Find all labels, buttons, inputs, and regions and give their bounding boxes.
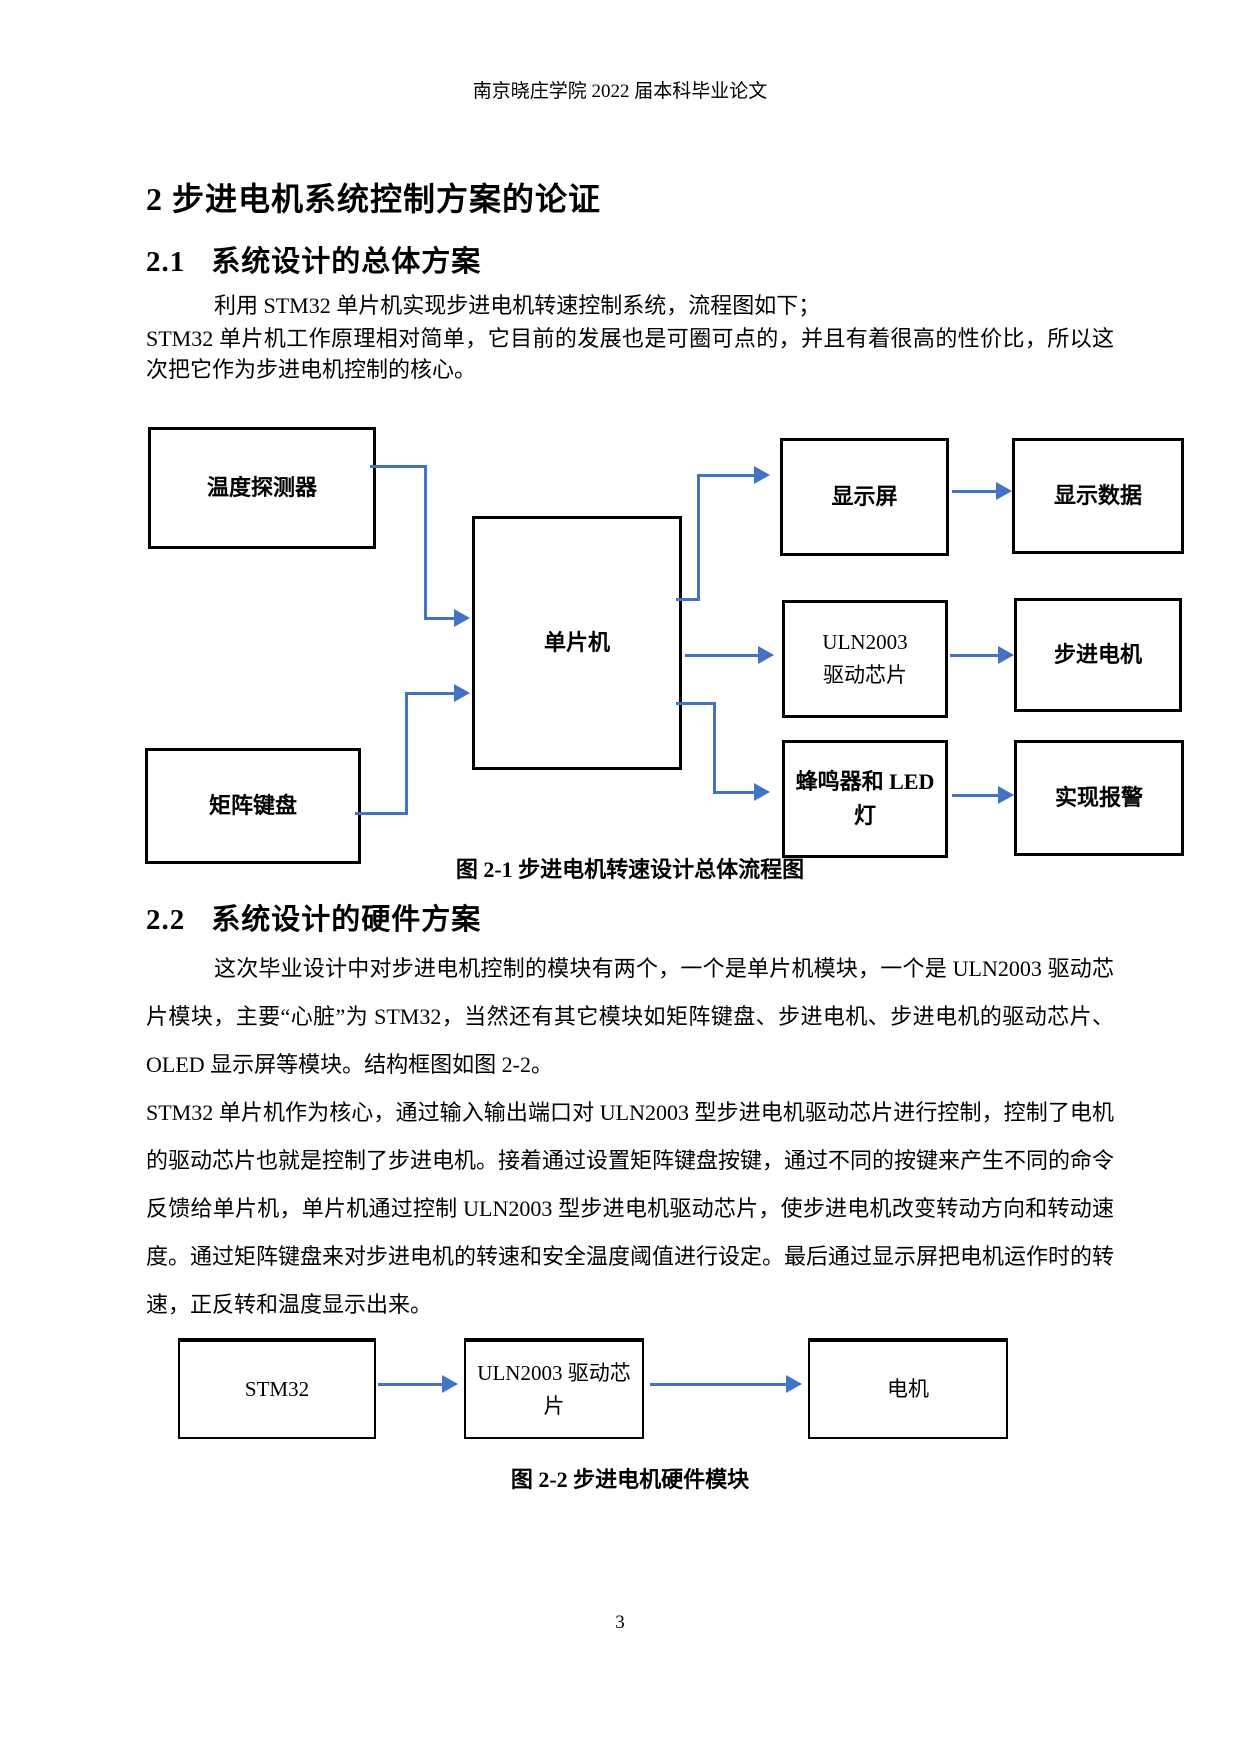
- hw-node-uln2003-driver-label: ULN2003 驱动芯 片: [477, 1360, 631, 1418]
- page-header: 南京晓庄学院 2022 届本科毕业论文: [472, 81, 768, 102]
- page-number: 3: [615, 1612, 625, 1633]
- arrow-line: [650, 1383, 786, 1386]
- arrow-head-icon: [786, 1375, 802, 1393]
- arrow-line: [713, 791, 754, 794]
- flow-node-temperature-sensor: 温度探测器: [148, 427, 376, 549]
- flow-node-uln2003-driver: ULN2003 驱动芯片: [782, 600, 948, 718]
- figure-2-1-flowchart: 温度探测器 矩阵键盘 单片机 显示屏 显示数据 ULN2003 驱动芯片 步进电…: [140, 420, 1200, 890]
- hw-node-motor: 电机: [808, 1338, 1008, 1439]
- flow-node-matrix-keyboard: 矩阵键盘: [145, 748, 361, 864]
- arrow-line: [685, 654, 758, 657]
- arrow-head-icon: [754, 466, 770, 484]
- paragraph-2-2-body: STM32 单片机作为核心，通过输入输出端口对 ULN2003 型步进电机驱动芯…: [146, 1100, 1115, 1317]
- arrow-line: [950, 654, 998, 657]
- arrow-line: [713, 702, 716, 794]
- flow-node-mcu-label: 单片机: [543, 629, 610, 655]
- arrow-line: [370, 465, 427, 468]
- arrow-head-icon: [754, 783, 770, 801]
- arrow-head-icon: [454, 684, 470, 702]
- paragraph-2-2-intro: 这次毕业设计中对步进电机控制的模块有两个，一个是单片机模块，一个是 ULN200…: [146, 956, 1114, 1077]
- flow-node-alarm: 实现报警: [1014, 740, 1184, 856]
- section-2-2-number: 2.2: [146, 904, 186, 936]
- flow-node-matrix-keyboard-label: 矩阵键盘: [208, 792, 297, 818]
- figure-2-2-diagram: STM32 ULN2003 驱动芯 片 电机: [146, 1338, 1136, 1439]
- section-2-2-title: 系统设计的硬件方案: [211, 904, 482, 936]
- chapter-heading: 2 步进电机系统控制方案的论证: [146, 181, 602, 217]
- flow-node-display-data: 显示数据: [1012, 438, 1184, 554]
- arrow-line: [408, 692, 454, 695]
- flow-node-alarm-label: 实现报警: [1054, 784, 1143, 810]
- arrow-head-icon: [998, 646, 1014, 664]
- arrow-head-icon: [996, 482, 1012, 500]
- flow-node-stepper-motor-label: 步进电机: [1053, 641, 1142, 667]
- hw-node-stm32-label: STM32: [244, 1377, 310, 1402]
- arrow-head-icon: [758, 646, 774, 664]
- section-2-1-number: 2.1: [146, 246, 186, 278]
- section-2-2-heading: 2.2 系统设计的硬件方案: [146, 896, 481, 938]
- arrow-head-icon: [442, 1375, 458, 1393]
- arrow-line: [952, 794, 998, 797]
- arrow-line: [424, 465, 427, 620]
- flow-node-uln2003-driver-label: ULN2003 驱动芯片: [822, 630, 908, 687]
- flow-node-buzzer-led-label: 蜂鸣器和 LED 灯: [795, 768, 935, 828]
- arrow-line: [700, 474, 754, 477]
- section-2-1-title: 系统设计的总体方案: [211, 246, 482, 278]
- flow-node-mcu: 单片机: [472, 516, 682, 770]
- arrow-line: [697, 474, 700, 601]
- paragraph-2-1-intro: 利用 STM32 单片机实现步进电机转速控制系统，流程图如下；: [214, 293, 821, 318]
- arrow-head-icon: [454, 609, 470, 627]
- figure-2-1-caption: 图 2-1 步进电机转速设计总体流程图: [455, 857, 805, 882]
- arrow-line: [355, 812, 408, 815]
- arrow-line: [676, 702, 716, 705]
- arrow-line: [405, 692, 408, 815]
- arrow-line: [952, 490, 996, 493]
- arrow-head-icon: [998, 786, 1014, 804]
- figure-2-2-caption: 图 2-2 步进电机硬件模块: [510, 1467, 750, 1492]
- flow-node-buzzer-led: 蜂鸣器和 LED 灯: [782, 740, 948, 858]
- flow-node-stepper-motor: 步进电机: [1014, 598, 1182, 712]
- arrow-line: [378, 1383, 442, 1386]
- paragraph-2-1-body: STM32 单片机工作原理相对简单，它目前的发展也是可圈可点的，并且有着很高的性…: [146, 326, 1114, 382]
- flow-node-display-screen: 显示屏: [780, 438, 949, 556]
- hw-node-stm32: STM32: [178, 1338, 376, 1439]
- flow-node-temperature-sensor-label: 温度探测器: [206, 474, 317, 500]
- flow-node-display-data-label: 显示数据: [1053, 482, 1142, 508]
- flow-node-display-screen-label: 显示屏: [831, 483, 898, 509]
- hw-node-uln2003-driver: ULN2003 驱动芯 片: [464, 1338, 644, 1439]
- section-2-1-heading: 2.1 系统设计的总体方案: [146, 238, 481, 280]
- hw-node-motor-label: 电机: [887, 1377, 929, 1402]
- arrow-line: [424, 617, 456, 620]
